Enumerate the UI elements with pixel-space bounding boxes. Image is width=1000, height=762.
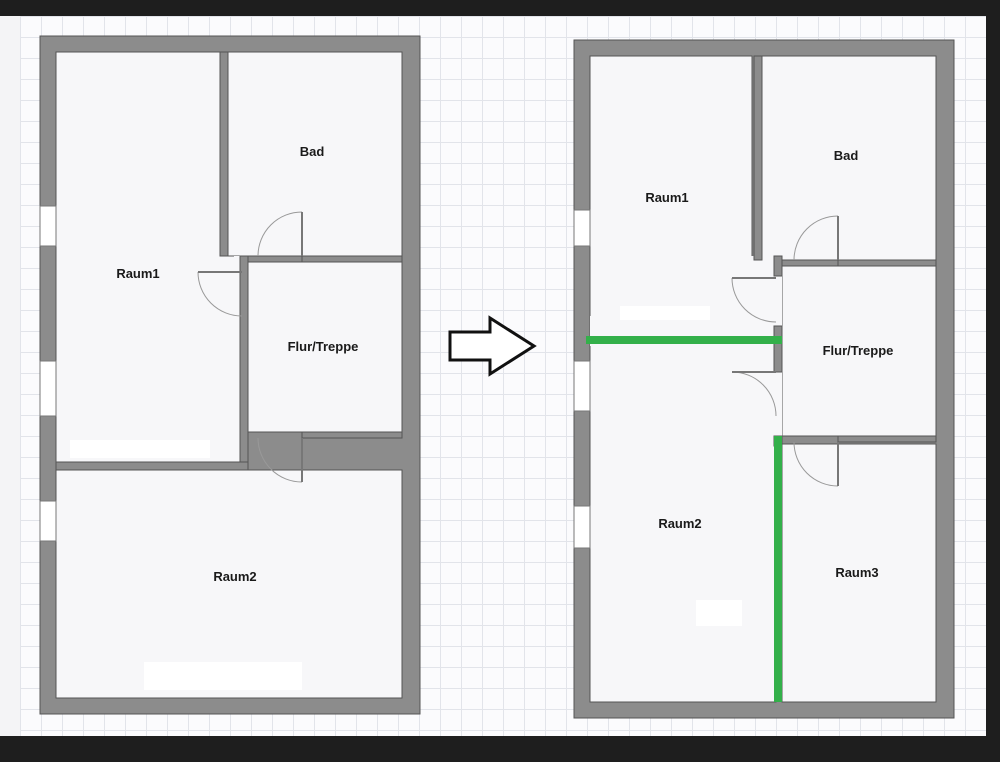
door: [197, 211, 303, 483]
room-label-bad: Bad: [834, 148, 859, 163]
window: [39, 205, 57, 247]
label-patch: [696, 600, 742, 626]
inner-wall: [837, 259, 937, 267]
window: [39, 500, 57, 542]
frame-right: [986, 0, 1000, 762]
room-label-raum1: Raum1: [645, 190, 688, 205]
floor-plan-diagram: Raum1 Bad Flur/Treppe Raum2: [39, 35, 955, 719]
label-patch: [620, 306, 710, 320]
room-bad: [761, 55, 937, 261]
inner-wall: [55, 461, 249, 471]
label-patch: [70, 440, 210, 458]
room-label-flur: Flur/Treppe: [823, 343, 894, 358]
room-raum2: [589, 343, 777, 703]
after-plan: Raum1 Bad Flur/Treppe Raum2 Raum3: [573, 39, 955, 719]
arrow-right-outline-icon: [448, 315, 537, 377]
grid-canvas: Raum1 Bad Flur/Treppe Raum2: [20, 16, 986, 736]
inner-wall: [753, 55, 763, 261]
window: [573, 209, 591, 247]
inner-wall: [239, 255, 249, 467]
room-label-raum3: Raum3: [835, 565, 878, 580]
room-label-raum1: Raum1: [116, 266, 159, 281]
before-plan: Raum1 Bad Flur/Treppe Raum2: [39, 35, 421, 715]
room-bad: [227, 51, 403, 257]
room-raum1: [589, 55, 753, 337]
room-label-raum2: Raum2: [658, 516, 701, 531]
room-raum3: [781, 443, 937, 703]
inner-wall: [773, 255, 783, 277]
label-patch: [144, 662, 302, 690]
inner-wall: [301, 431, 403, 439]
inner-wall: [301, 255, 403, 263]
frame-bottom: [0, 736, 1000, 762]
window: [573, 360, 591, 412]
room-label-raum2: Raum2: [213, 569, 256, 584]
room-raum2: [55, 469, 403, 699]
inner-wall: [773, 325, 783, 373]
frame-top: [0, 0, 1000, 16]
room-raum1: [55, 51, 241, 463]
inner-wall: [837, 435, 937, 443]
room-flur: [247, 261, 403, 433]
inner-wall: [219, 51, 229, 257]
room-label-bad: Bad: [300, 144, 325, 159]
window: [573, 505, 591, 549]
room-label-flur: Flur/Treppe: [288, 339, 359, 354]
window: [39, 360, 57, 417]
door: [731, 215, 839, 487]
